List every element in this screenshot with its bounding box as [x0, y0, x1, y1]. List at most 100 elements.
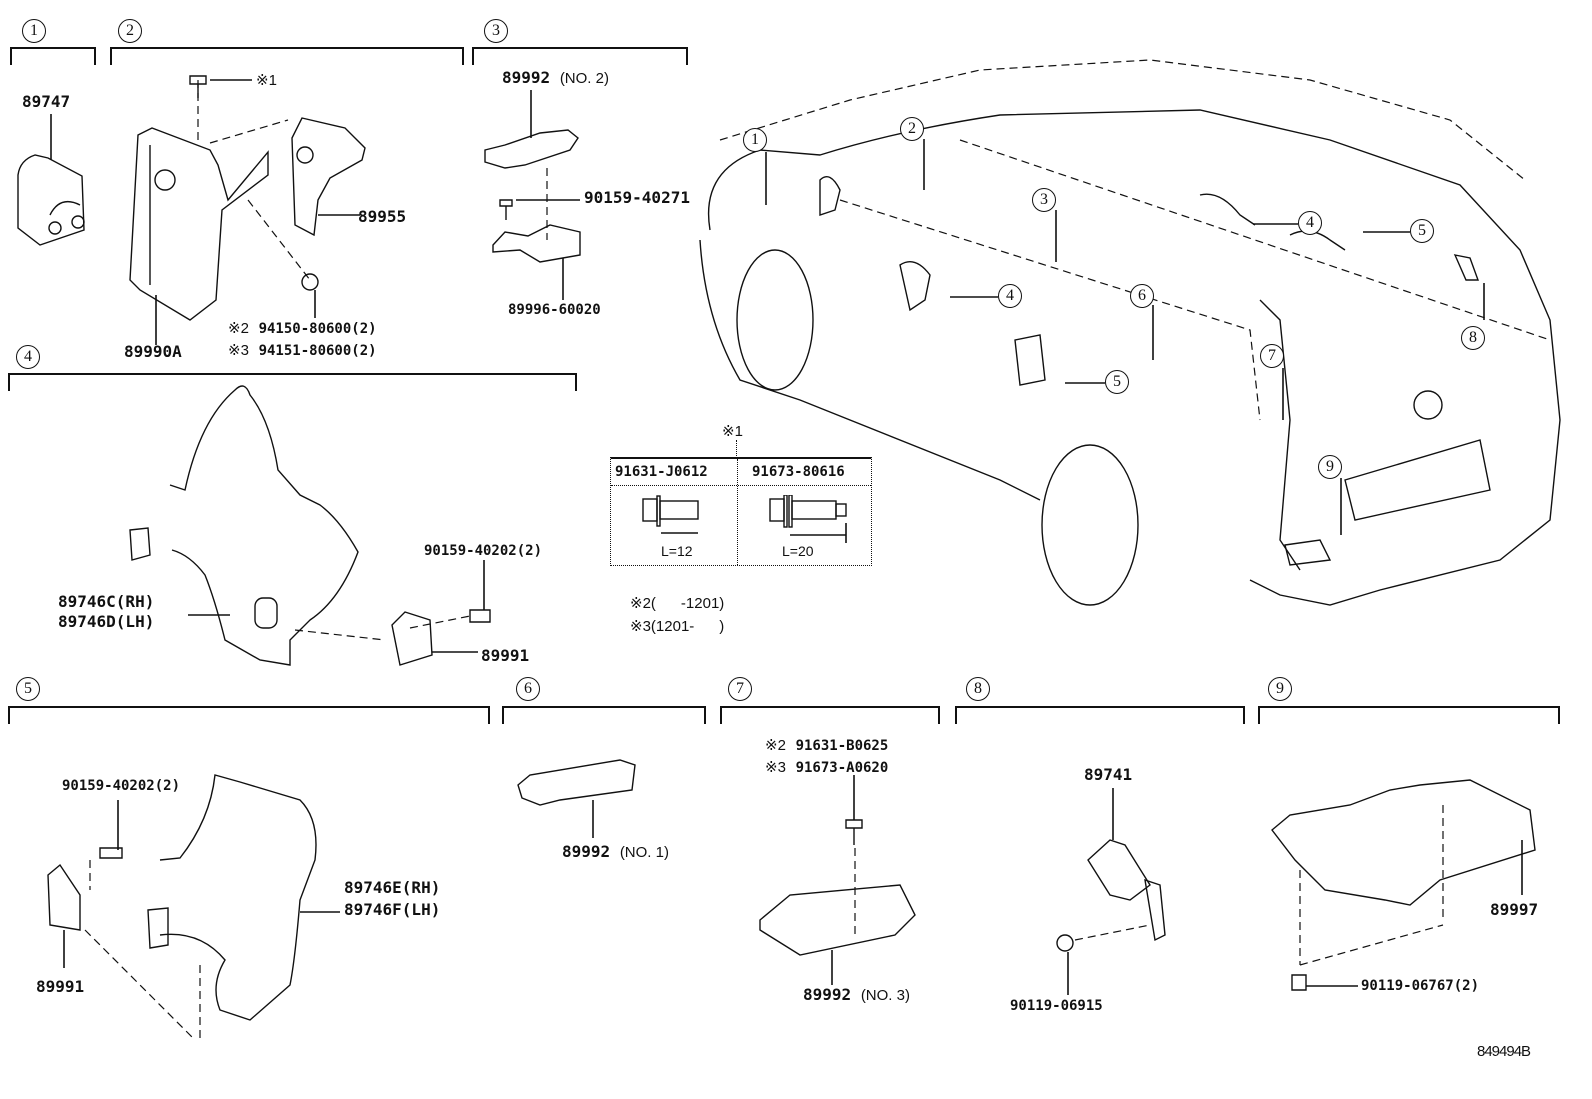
vehicle-callout-6[interactable]: 6: [1130, 284, 1154, 308]
part-91673-a0620-row[interactable]: ※3 91673-A0620: [765, 757, 888, 776]
vehicle-callout-1[interactable]: 1: [743, 128, 767, 152]
part-number-89746d[interactable]: 89746D(LH): [58, 612, 155, 631]
vehicle-callout-3[interactable]: 3: [1032, 188, 1056, 212]
vehicle-callout-5b[interactable]: 5: [1410, 219, 1434, 243]
section-9-badge: 9: [1268, 677, 1292, 701]
vehicle-callout-4b[interactable]: 4: [1298, 211, 1322, 235]
vehicle-callout-5a[interactable]: 5: [1105, 370, 1129, 394]
footnote-mark: ※3: [630, 618, 651, 635]
bolt-table-title: ※1: [722, 423, 743, 440]
part-number-89991[interactable]: 89991: [36, 977, 85, 996]
bolt-table: 91631-J0612 L=12 91673-80616 L=20: [610, 457, 872, 566]
footnote-range: (1201- ): [650, 618, 725, 635]
part-variant: (NO. 1): [619, 844, 669, 861]
section-6-badge: 6: [516, 677, 540, 701]
section-5-bracket: [8, 706, 490, 724]
bolt-part-number: 91673-80616: [752, 464, 845, 480]
bolt-icon: [642, 495, 699, 534]
bolt-length: L=20: [782, 543, 814, 559]
harness-89746e-drawing: [47, 774, 340, 1041]
vehicle-callout-7[interactable]: 7: [1260, 344, 1284, 368]
vehicle-outline-drawing: [699, 59, 1561, 606]
bolt-length: L=12: [661, 543, 693, 559]
quantity: (2): [351, 321, 377, 337]
section-7-badge: 7: [728, 677, 752, 701]
section-2-badge: 2: [118, 19, 142, 43]
section-1-bracket: [10, 47, 96, 65]
quantity: (2): [351, 343, 377, 359]
part-number-90159-40202[interactable]: 90159-40202(2): [424, 543, 543, 559]
footnote-3: ※3(1201- ): [630, 616, 724, 635]
part-number-89992: 89992: [562, 842, 611, 861]
sensor-89992-no1-drawing: [517, 759, 636, 838]
part-number-89741[interactable]: 89741: [1084, 765, 1133, 784]
harness-89746c-drawing: [129, 385, 491, 666]
part-91631-b0625-row[interactable]: ※2 91631-B0625: [765, 735, 888, 754]
vehicle-callout-2[interactable]: 2: [900, 117, 924, 141]
sensor-89992-no3-drawing: [759, 775, 916, 985]
bolt-table-col-2[interactable]: 91673-80616 L=20: [738, 459, 871, 565]
part-94151-80600-row[interactable]: ※3 94151-80600(2): [228, 340, 377, 359]
part-number-90159-40271[interactable]: 90159-40271: [584, 188, 690, 207]
part-number-90159-40202[interactable]: 90159-40202(2): [62, 778, 181, 794]
bolt-table-header-divider: [611, 485, 871, 486]
section-8-bracket: [955, 706, 1245, 724]
part-number-94151-80600: 94151-80600: [258, 343, 352, 359]
part-variant: (NO. 2): [559, 70, 609, 87]
part-number-89746c[interactable]: 89746C(RH): [58, 592, 155, 611]
relay-89747-drawing: [17, 114, 85, 246]
ecu-89990a-drawing: [129, 75, 311, 345]
sensor-89741-drawing: [1056, 788, 1166, 995]
bolt-part-number: 91631-J0612: [615, 464, 708, 480]
part-number-89992: 89992: [803, 985, 852, 1004]
part-number-91631-b0625: 91631-B0625: [795, 738, 889, 754]
vehicle-callout-8[interactable]: 8: [1461, 326, 1485, 350]
footnote-2: ※2( -1201): [630, 593, 724, 612]
part-number-89990a[interactable]: 89990A: [124, 342, 182, 361]
part-89992-no2-row[interactable]: 89992 (NO. 2): [502, 68, 609, 87]
section-8-badge: 8: [966, 677, 990, 701]
vehicle-callout-4a[interactable]: 4: [998, 284, 1022, 308]
vehicle-callout-9[interactable]: 9: [1318, 455, 1342, 479]
footnote-range: ( -1201): [650, 595, 725, 612]
section-1-badge: 1: [22, 19, 46, 43]
ref-mark-3: ※3: [765, 759, 786, 776]
section-6-bracket: [502, 706, 706, 724]
vehicle-callout-leaders: [765, 139, 1485, 535]
part-number-90119-06767[interactable]: 90119-06767(2): [1361, 978, 1480, 994]
bolt-table-leader: [736, 440, 737, 458]
section-9-bracket: [1258, 706, 1560, 724]
part-number-89746e[interactable]: 89746E(RH): [344, 878, 441, 897]
part-number-89747[interactable]: 89747: [22, 92, 71, 111]
part-number-89996-60020[interactable]: 89996-60020: [508, 302, 601, 318]
sensor-89992-no2-drawing: [484, 90, 581, 300]
ref-mark-2: ※2: [228, 320, 249, 337]
part-number-89991[interactable]: 89991: [481, 646, 530, 665]
part-number-90119-06915[interactable]: 90119-06915: [1010, 998, 1103, 1014]
ref-mark-3: ※3: [228, 342, 249, 359]
part-94150-80600-row[interactable]: ※2 94150-80600(2): [228, 318, 377, 337]
part-number-94150-80600: 94150-80600: [258, 321, 352, 337]
section-5-badge: 5: [16, 677, 40, 701]
section-3-badge: 3: [484, 19, 508, 43]
section-2-bracket: [110, 47, 464, 65]
ref-mark-2: ※2: [765, 737, 786, 754]
diagram-id: 849494B: [1477, 1043, 1531, 1060]
section-7-bracket: [720, 706, 940, 724]
bolt-table-col-1[interactable]: 91631-J0612 L=12: [611, 459, 738, 565]
ecu-89997-drawing: [1271, 779, 1536, 991]
section-4-bracket: [8, 373, 577, 391]
section-3-bracket: [472, 47, 688, 65]
part-number-91673-a0620: 91673-A0620: [795, 760, 889, 776]
part-number-89997[interactable]: 89997: [1490, 900, 1539, 919]
part-number-89955[interactable]: 89955: [358, 207, 407, 226]
part-89992-no3-row[interactable]: 89992 (NO. 3): [803, 985, 910, 1004]
part-variant: (NO. 3): [860, 987, 910, 1004]
bracket-89955-drawing: [291, 117, 366, 318]
part-89992-no1-row[interactable]: 89992 (NO. 1): [562, 842, 669, 861]
bolt-icon: [769, 495, 847, 543]
footnote-mark: ※2: [630, 595, 651, 612]
part-number-89746f[interactable]: 89746F(LH): [344, 900, 441, 919]
section-4-badge: 4: [16, 345, 40, 369]
